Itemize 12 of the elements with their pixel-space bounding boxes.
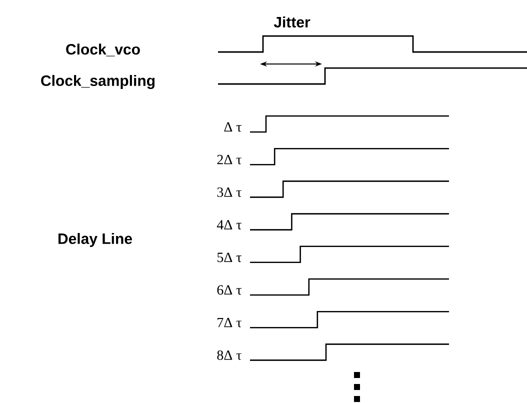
signal-label: 7Δ τ <box>218 318 242 328</box>
signal-label: 2Δ τ <box>217 154 242 164</box>
signal-label: Clock_sampling <box>41 74 155 90</box>
signal-label: 6Δ τ <box>217 285 242 295</box>
signal-label: 8Δ τ <box>217 350 242 360</box>
group-label: Delay Line <box>58 233 132 247</box>
signal-label: Δ τ <box>224 122 242 132</box>
signal-label: 3Δ τ <box>217 188 242 197</box>
jitter-label: Jitter <box>274 16 310 28</box>
signal-label: 4Δ τ <box>216 220 242 230</box>
signal-label: 5Δ τ <box>218 252 242 262</box>
signal-label: Clock_vco <box>66 44 140 56</box>
